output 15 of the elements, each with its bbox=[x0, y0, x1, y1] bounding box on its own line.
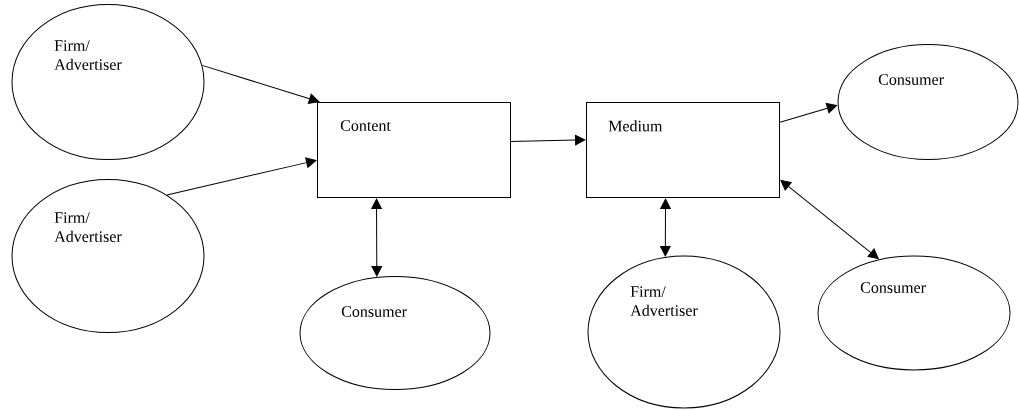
arrow bbox=[660, 198, 671, 257]
arrow bbox=[779, 103, 838, 123]
arrow bbox=[201, 64, 320, 104]
ellipse-node: Consumer bbox=[299, 276, 491, 390]
process-box: Medium bbox=[586, 102, 780, 198]
ellipse-node: Firm/ Advertiser bbox=[11, 4, 205, 160]
ellipse-node: Consumer bbox=[817, 255, 1011, 371]
ellipse-node: Firm/ Advertiser bbox=[587, 255, 781, 409]
ellipse-node: Consumer bbox=[837, 44, 1019, 160]
arrow bbox=[371, 198, 383, 277]
arrow bbox=[510, 134, 586, 146]
process-box: Content bbox=[317, 102, 511, 198]
arrow bbox=[166, 157, 317, 196]
ellipse-node: Firm/ Advertiser bbox=[11, 179, 205, 333]
arrow bbox=[780, 179, 879, 260]
